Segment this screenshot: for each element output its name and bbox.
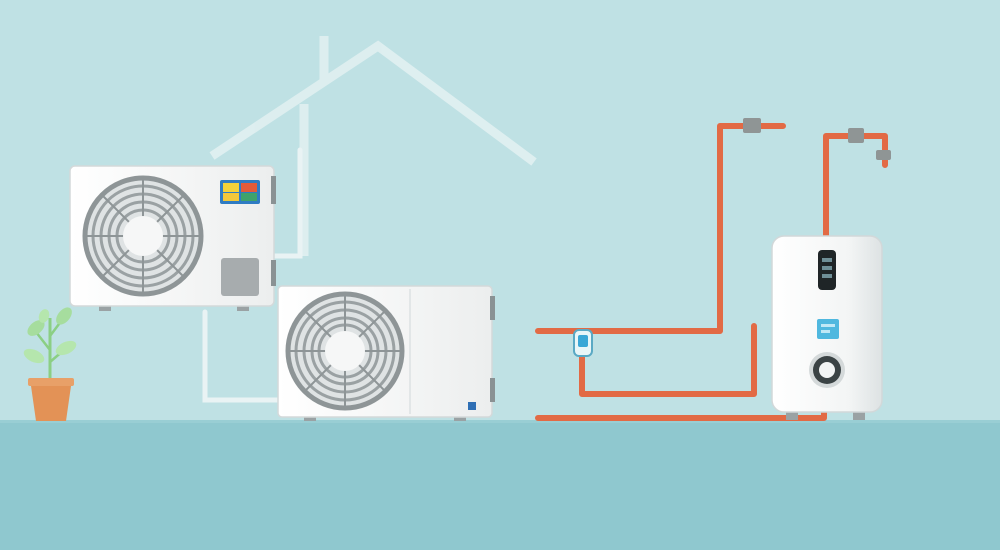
pipe-loop bbox=[579, 323, 757, 397]
pipe-joints bbox=[743, 118, 891, 160]
temperature-dial-icon bbox=[809, 352, 845, 388]
heater-status-screen-icon bbox=[817, 319, 839, 339]
fan-grille-icon bbox=[285, 291, 405, 411]
condensate-line bbox=[202, 147, 303, 403]
water-heater bbox=[771, 235, 883, 420]
outdoor-unit-upper bbox=[69, 165, 276, 311]
floor bbox=[0, 420, 1000, 550]
house-outline-icon bbox=[209, 36, 537, 256]
plant-icon bbox=[23, 307, 77, 421]
status-light-icon bbox=[468, 402, 476, 410]
outdoor-unit-lower bbox=[277, 285, 495, 421]
pipe-valve-icon bbox=[573, 329, 593, 357]
heater-display-icon bbox=[818, 250, 836, 290]
plant-pot bbox=[28, 378, 74, 386]
control-display-icon bbox=[220, 180, 260, 204]
fan-grille-icon bbox=[82, 175, 204, 297]
floor-edge bbox=[0, 420, 1000, 423]
vent-panel-icon bbox=[221, 258, 259, 296]
